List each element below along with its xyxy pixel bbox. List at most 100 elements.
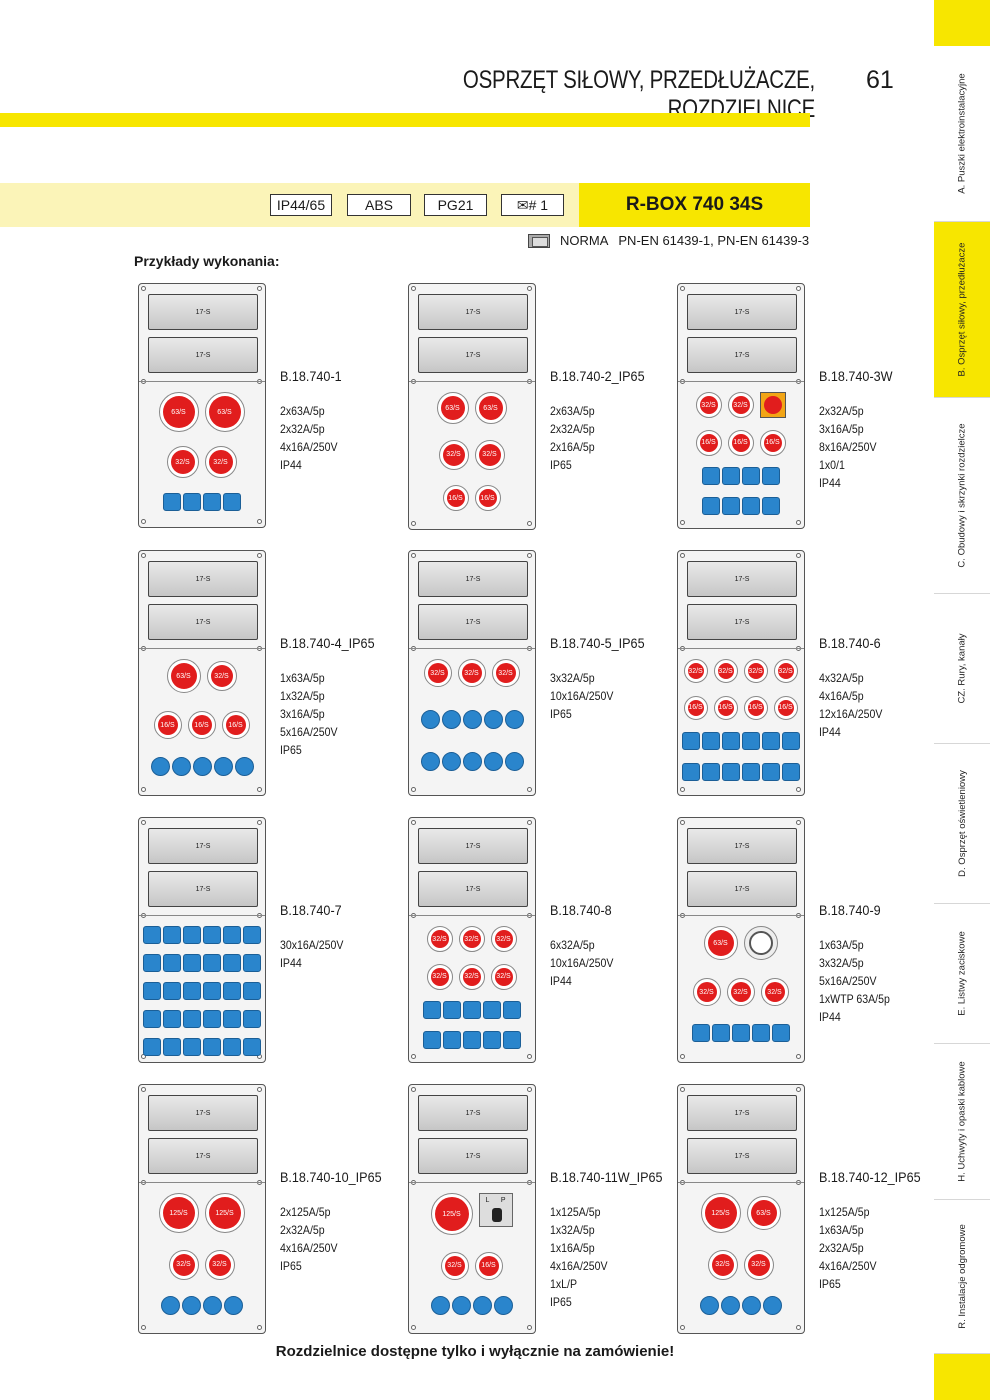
divider <box>678 381 804 382</box>
hinge-icon <box>796 520 801 525</box>
red-socket: 16/S <box>759 429 786 456</box>
blue-socket-icon <box>504 751 524 771</box>
red-socket: 32/S <box>438 439 469 470</box>
red-socket-face: 32/S <box>462 967 481 986</box>
side-tab-label: H. Uchwyty i opaski kablowe <box>956 1061 968 1182</box>
red-socket-face: 16/S <box>747 699 764 716</box>
red-socket: 32/S <box>713 659 738 683</box>
spec-line: 3x16A/5p <box>280 707 325 721</box>
side-tab-r[interactable]: R. Instalacje odgromowe <box>934 1200 990 1354</box>
spec-line: 3x32A/5p <box>550 671 595 685</box>
red-socket: 16/S <box>442 485 469 512</box>
breaker-window: 17-S <box>148 1095 258 1131</box>
red-socket-face: 32/S <box>442 443 465 466</box>
blue-socket-row <box>409 751 535 771</box>
red-socket-face: 32/S <box>747 1253 770 1276</box>
hinge-icon <box>411 521 416 526</box>
side-tab-c[interactable]: C. Obudowy i skrzynki rozdzielcze <box>934 398 990 594</box>
side-tab-b[interactable]: B. Osprzęt siłowy, przedłużacze <box>934 222 990 398</box>
blue-socket-row <box>139 926 265 944</box>
blue-socket-icon <box>682 732 700 750</box>
model-code: B.18.740-9 <box>819 902 881 918</box>
red-socket: 16/S <box>743 695 768 720</box>
blue-socket-row <box>139 492 265 511</box>
main-switch-icon <box>759 392 786 418</box>
red-socket-face: 125/S <box>208 1197 241 1229</box>
hinge-icon <box>680 286 685 291</box>
blue-socket-icon <box>183 1010 201 1028</box>
blue-socket-icon <box>171 757 191 776</box>
red-socket-face: 32/S <box>696 982 717 1002</box>
blue-socket-icon <box>161 1296 180 1316</box>
blue-socket-icon <box>702 732 720 750</box>
blue-socket-icon <box>163 954 181 972</box>
red-socket-face: 125/S <box>704 1197 737 1229</box>
red-socket-face: 16/S <box>478 489 497 508</box>
blue-socket-icon <box>223 982 241 1000</box>
side-tab-cz[interactable]: CZ. Rury, kanały <box>934 594 990 744</box>
spec-line: 2x63A/5p <box>280 404 325 418</box>
spec-line: 4x32A/5p <box>819 671 864 685</box>
blue-socket-icon <box>463 1001 481 1019</box>
red-socket-face: 63/S <box>170 663 197 689</box>
hinge-icon <box>796 286 801 291</box>
red-socket: 32/S <box>166 446 199 479</box>
red-socket-face: 32/S <box>717 663 734 679</box>
red-socket: 32/S <box>707 1249 738 1280</box>
spec-line: 5x16A/250V <box>280 725 338 739</box>
red-socket-face: 63/S <box>707 930 734 956</box>
red-socket-face: 16/S <box>699 433 718 452</box>
blue-socket-icon <box>243 954 261 972</box>
spec-line: 4x16A/250V <box>280 1241 338 1255</box>
red-socket-face: 32/S <box>494 967 513 986</box>
spec-line: IP44 <box>819 1010 841 1024</box>
hinge-icon <box>680 787 685 792</box>
red-socket-face: 32/S <box>208 450 233 475</box>
spec-line: IP65 <box>550 458 572 472</box>
spec-chip-ip: IP44/65 <box>270 194 332 216</box>
blue-socket-icon <box>213 757 233 776</box>
red-socket-face: 32/S <box>461 663 482 683</box>
spec-line: 1x32A/5p <box>280 689 325 703</box>
red-socket: 32/S <box>206 661 237 691</box>
page-number: 61 <box>866 66 894 94</box>
side-tab-d[interactable]: D. Osprzęt oświetleniowy <box>934 744 990 904</box>
model-code: B.18.740-3W <box>819 368 893 384</box>
page-title: OSPRZĘT SIŁOWY, PRZEDŁUŻACZE, ROZDZIELNI… <box>462 66 815 123</box>
blue-socket-icon <box>223 926 241 944</box>
blue-socket-icon <box>243 1010 261 1028</box>
blue-socket-icon <box>721 1296 740 1316</box>
blue-socket-icon <box>443 1030 461 1049</box>
model-code: B.18.740-1 <box>280 368 342 384</box>
red-socket: 63/S <box>158 392 199 432</box>
side-tab-a[interactable]: A. Puszki elektroinstalacyjne <box>934 46 990 222</box>
blue-socket-row <box>409 1030 535 1049</box>
blue-socket-icon <box>203 1038 221 1056</box>
spec-line: IP44 <box>819 476 841 490</box>
spec-line: 2x125A/5p <box>280 1205 331 1219</box>
red-socket-face: 32/S <box>687 663 704 679</box>
hinge-icon <box>796 820 801 825</box>
spec-line: 1x16A/5p <box>550 1241 595 1255</box>
blue-socket-icon <box>722 732 740 750</box>
side-tab-e[interactable]: E. Listwy zaciskowe <box>934 904 990 1044</box>
side-tab-label: E. Listwy zaciskowe <box>956 931 968 1016</box>
hinge-icon <box>141 1325 146 1330</box>
side-tab-h[interactable]: H. Uchwyty i opaski kablowe <box>934 1044 990 1200</box>
examples-label: Przykłady wykonania: <box>134 253 280 269</box>
red-socket-face: 63/S <box>750 1200 777 1226</box>
model-code: B.18.740-11W_IP65 <box>550 1169 663 1185</box>
red-socket-face: 32/S <box>730 982 751 1002</box>
red-socket: 63/S <box>166 659 201 693</box>
spec-line: 1xWTP 63A/5p <box>819 992 890 1006</box>
side-tabs: A. Puszki elektroinstalacyjne B. Osprzęt… <box>934 0 990 1400</box>
breaker-window: 17-S <box>418 1138 528 1174</box>
red-socket: 32/S <box>458 926 485 952</box>
